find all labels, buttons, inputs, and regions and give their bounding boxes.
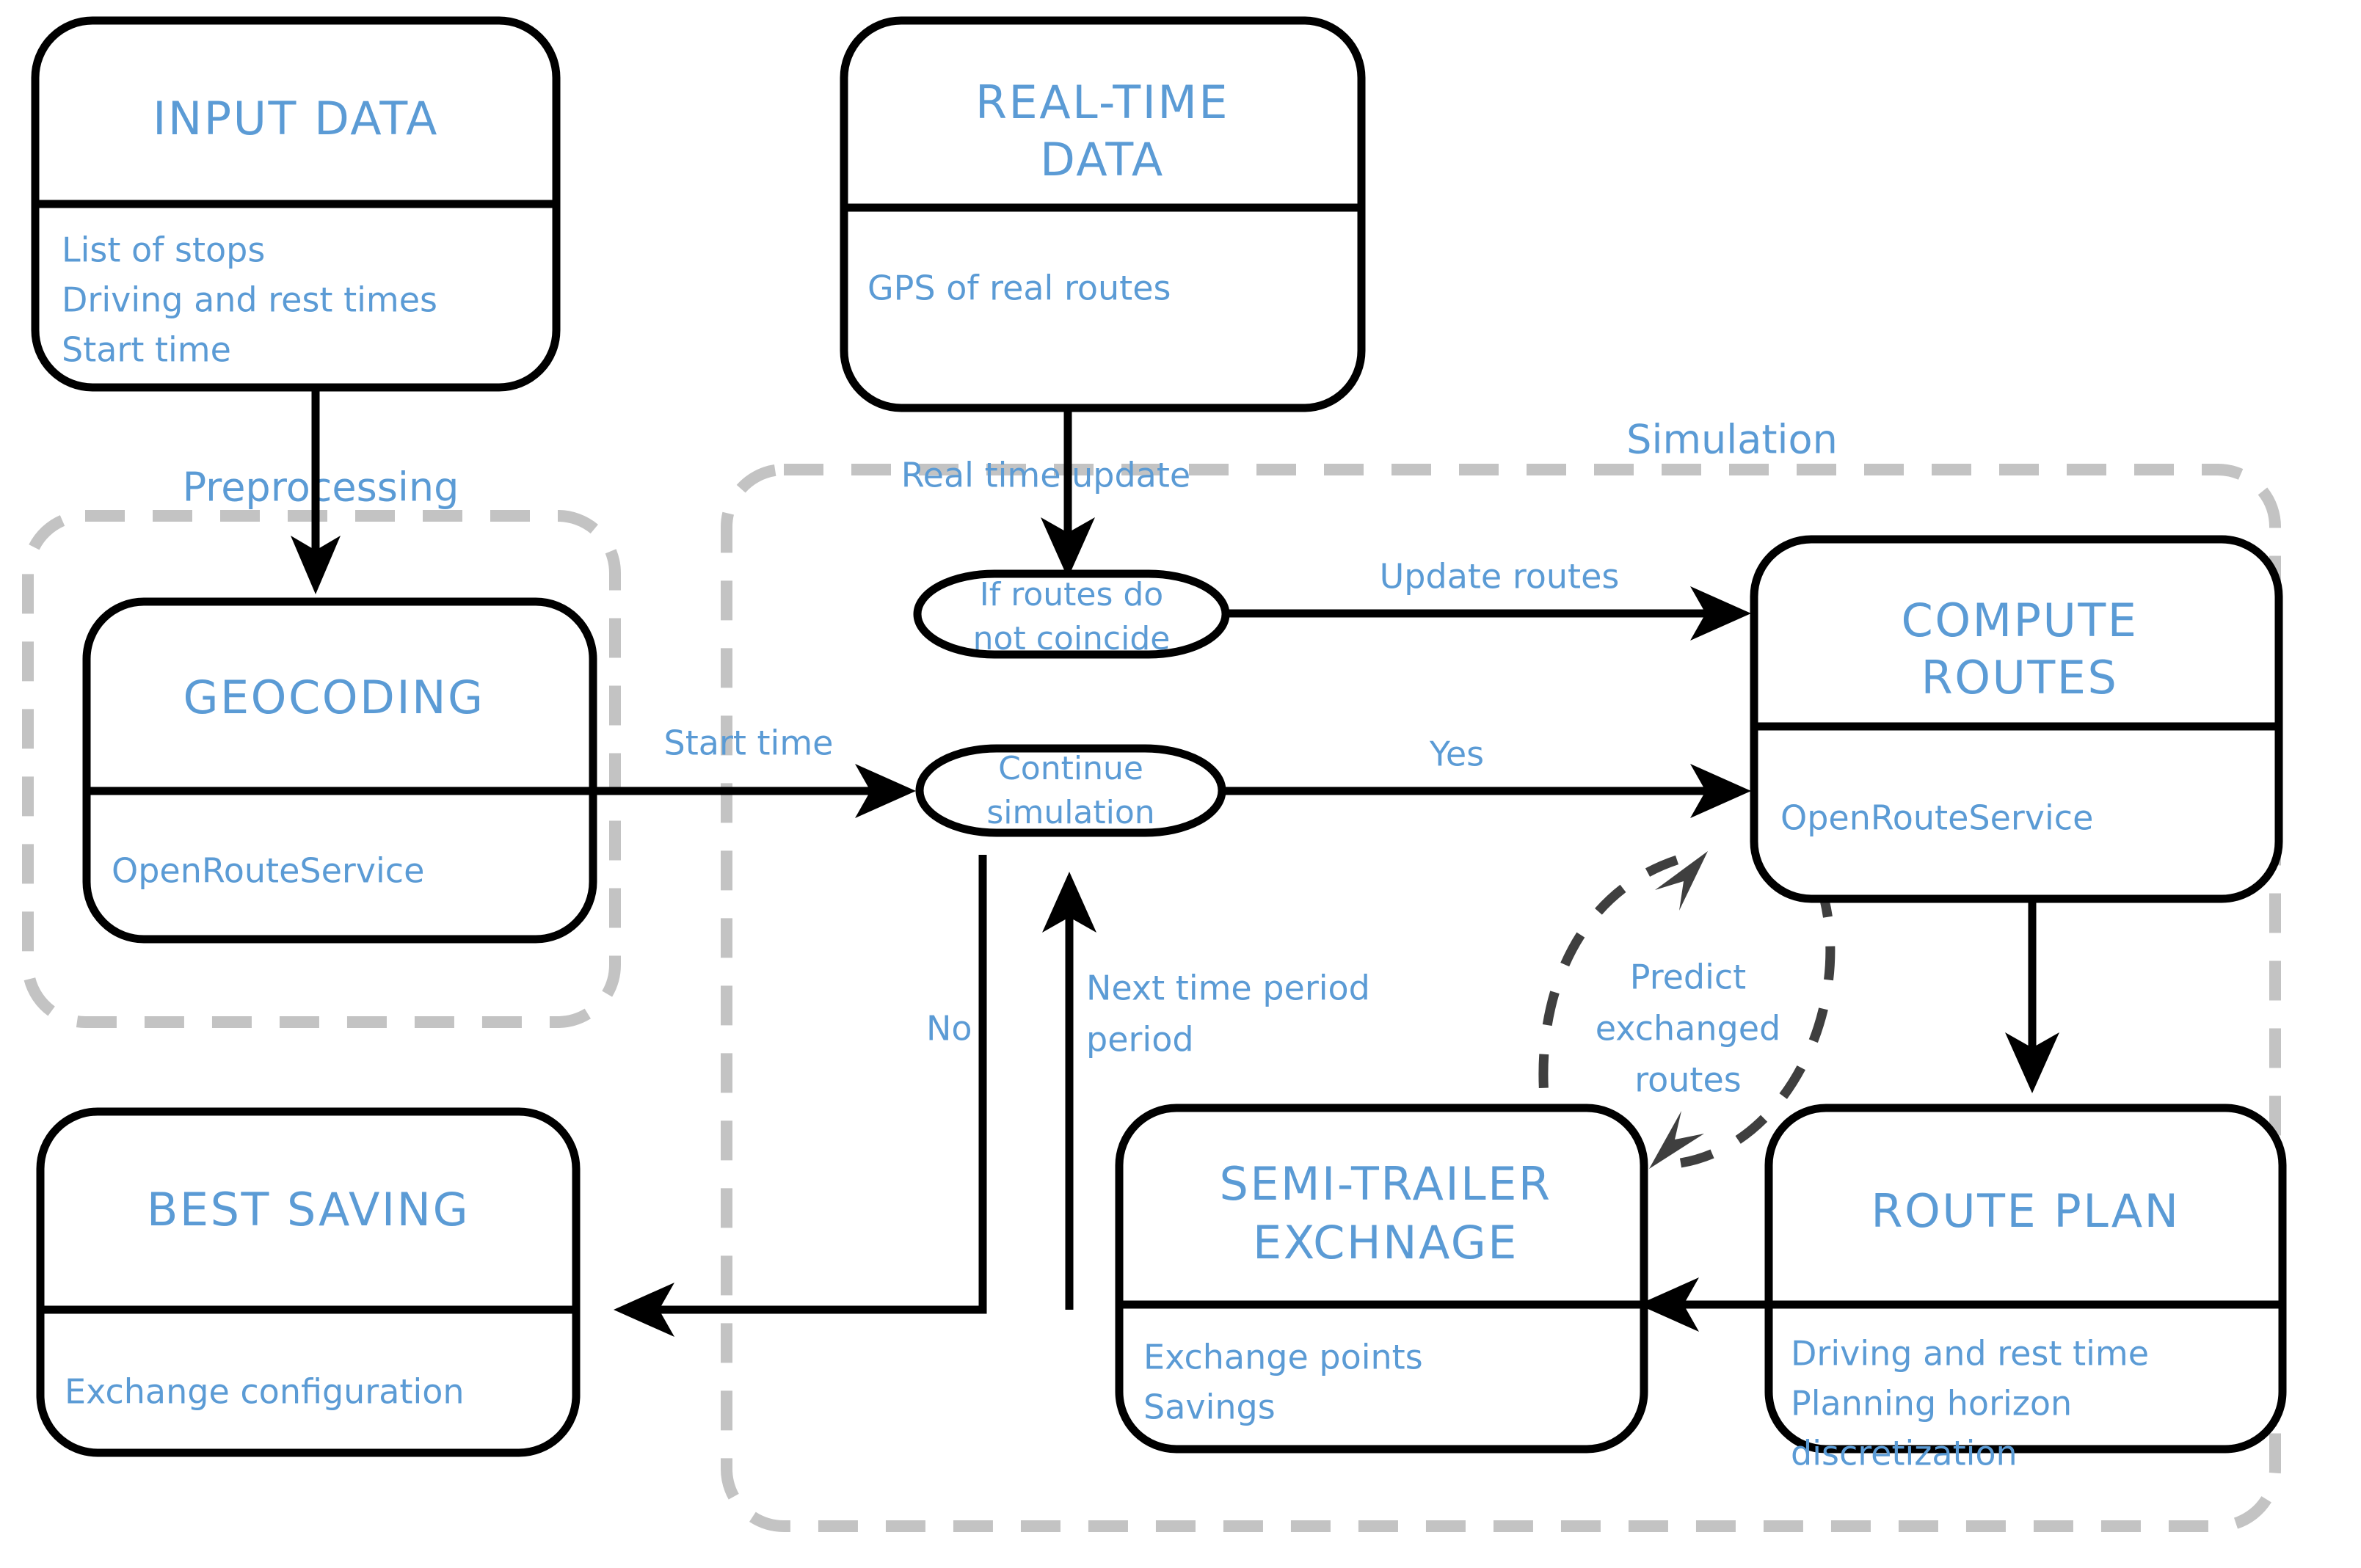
edge-input-to-geocoding [291,387,341,594]
node-route-plan-line-3: discretization [1791,1434,2018,1473]
node-continue-simulation-line2: simulation [986,794,1154,831]
edge-realtime-to-if: Real time update [901,408,1190,578]
node-continue-simulation[interactable]: Continue simulation [915,744,1226,837]
node-continue-simulation-line1: Continue [998,750,1143,787]
edge-continue-to-best-saving: No [614,855,987,1337]
group-preprocessing-boundary [22,510,621,1028]
node-geocoding-line-1: OpenRouteService [112,851,424,891]
node-semi-trailer-line-2: Savings [1143,1388,1276,1427]
node-if-routes-line2: not coincide [973,620,1171,657]
edge-if-to-compute: Update routes [1220,557,1751,641]
node-input-data-title: INPUT DATA [153,92,439,145]
edge-continue-to-compute: Yes [1222,734,1751,818]
edge-geocoding-to-continue: Start time [592,723,916,818]
node-semi-trailer-title-line2: EXCHNAGE [1253,1216,1518,1269]
node-realtime-data-title-line2: DATA [1040,133,1165,186]
edge-label-predict-line3: routes [1634,1060,1742,1100]
node-compute-routes-title-line1: COMPUTE [1902,594,2139,647]
node-best-saving[interactable]: BEST SAVING Exchange configuration [36,1107,581,1457]
node-route-plan[interactable]: ROUTE PLAN Driving and rest time Plannin… [1764,1104,2287,1473]
node-route-plan-line-1: Driving and rest time [1791,1334,2149,1374]
node-input-data-line-1: List of stops [62,230,265,270]
group-preprocessing-label: Preprocessing [183,464,459,511]
group-simulation-boundary [721,464,2281,1532]
node-best-saving-title: BEST SAVING [147,1183,470,1236]
edge-route-plan-to-exchange [1638,1277,1776,1332]
node-compute-routes[interactable]: COMPUTE ROUTES OpenRouteService [1750,535,2283,903]
edge-label-real-time-update: Real time update [901,456,1190,495]
node-best-saving-line-1: Exchange configuration [65,1372,465,1412]
edge-label-predict-line1: Predict [1630,958,1746,997]
node-compute-routes-title-line2: ROUTES [1921,651,2119,704]
node-geocoding[interactable]: GEOCODING OpenRouteService [82,597,597,944]
node-route-plan-line-2: Planning horizon [1791,1384,2072,1423]
edge-label-next-time-period-line1: Next time period [1086,969,1370,1008]
node-realtime-data-line-1: GPS of real routes [867,269,1171,308]
node-if-routes-line1: If routes do [980,576,1163,613]
node-compute-routes-line-1: OpenRouteService [1780,798,2093,838]
edge-label-yes: Yes [1429,734,1484,774]
node-input-data-line-3: Start time [62,330,231,370]
node-semi-trailer-title-line1: SEMI-TRAILER [1220,1157,1552,1211]
edge-label-start-time: Start time [664,723,834,763]
node-realtime-data-title-line1: REAL-TIME [975,76,1229,129]
edge-label-predict-line2: exchanged [1596,1009,1780,1049]
node-if-routes-not-coincide[interactable]: If routes do not coincide [913,569,1230,659]
node-semi-trailer-exchange[interactable]: SEMI-TRAILER EXCHNAGE Exchange points Sa… [1115,1104,1648,1454]
edge-compute-to-route-plan [2005,900,2059,1093]
edge-label-update-routes: Update routes [1380,557,1620,597]
node-route-plan-title: ROUTE PLAN [1871,1184,2180,1238]
group-simulation-label: Simulation [1626,417,1838,463]
edge-label-next-time-period-line2: period [1086,1020,1194,1060]
edge-label-no: No [926,1009,972,1049]
node-input-data[interactable]: INPUT DATA List of stops Driving and res… [31,16,561,392]
node-realtime-data[interactable]: REAL-TIME DATA GPS of real routes [840,16,1366,412]
edge-exchange-to-continue: Next time period period [1042,872,1370,1310]
node-semi-trailer-line-1: Exchange points [1143,1338,1423,1377]
node-geocoding-title: GEOCODING [183,671,484,724]
node-input-data-line-2: Driving and rest times [62,280,437,320]
